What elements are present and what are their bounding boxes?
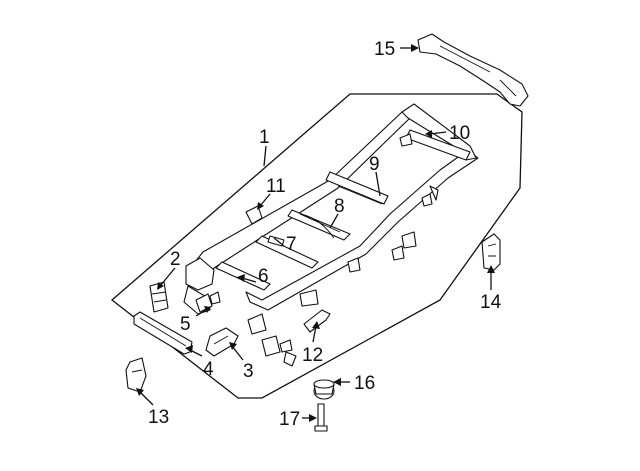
- callout-10: 10: [449, 123, 470, 144]
- callout-leaders: [136, 44, 495, 422]
- part-17-bolt: [314, 403, 328, 432]
- callout-8: 8: [334, 196, 345, 217]
- callout-7: 7: [286, 234, 297, 255]
- callout-6: 6: [258, 266, 269, 287]
- frame-assembly: [183, 103, 479, 367]
- callout-3: 3: [243, 361, 254, 382]
- part-15-hitch: [417, 33, 529, 107]
- callout-4: 4: [203, 359, 214, 380]
- part-4-bar: [133, 311, 193, 355]
- callout-14: 14: [480, 292, 502, 313]
- callout-2: 2: [170, 249, 181, 270]
- callout-12: 12: [302, 345, 323, 366]
- callout-13: 13: [148, 407, 169, 428]
- callout-1: 1: [259, 127, 270, 148]
- callout-11: 11: [266, 176, 286, 197]
- callout-17: 17: [279, 409, 300, 430]
- callout-5: 5: [180, 314, 191, 335]
- callout-15: 15: [374, 39, 395, 60]
- part-13-mount: [125, 357, 147, 393]
- part-14-bracket: [481, 233, 501, 271]
- callout-9: 9: [369, 154, 380, 175]
- part-16-cushion: [313, 379, 335, 400]
- part-3-crossmember: [205, 327, 239, 357]
- callout-16: 16: [354, 373, 375, 394]
